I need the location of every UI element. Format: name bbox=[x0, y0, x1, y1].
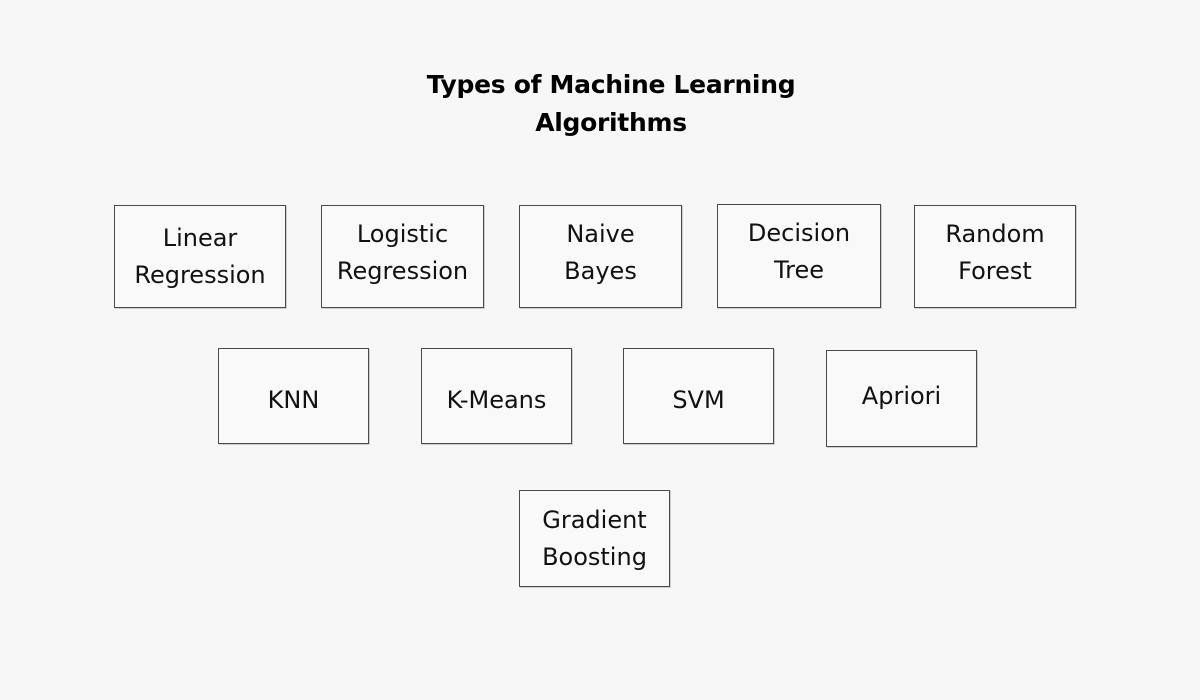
algorithm-box-logistic-regression: Logistic Regression bbox=[321, 205, 484, 308]
algorithm-box-linear-regression: Linear Regression bbox=[114, 205, 286, 308]
algorithm-box-decision-tree: Decision Tree bbox=[717, 204, 881, 308]
algorithm-label: Linear Regression bbox=[134, 223, 266, 289]
title-line-1: Types of Machine Learning bbox=[426, 70, 796, 99]
algorithm-box-gradient-boosting: Gradient Boosting bbox=[519, 490, 670, 587]
algorithm-box-knn: KNN bbox=[218, 348, 369, 444]
algorithm-box-k-means: K-Means bbox=[421, 348, 572, 444]
algorithm-label: KNN bbox=[267, 385, 320, 414]
algorithm-box-svm: SVM bbox=[623, 348, 774, 444]
algorithm-label: Decision Tree bbox=[747, 219, 851, 284]
algorithm-box-naive-bayes: Naive Bayes bbox=[519, 205, 682, 308]
algorithm-label: Gradient Boosting bbox=[542, 505, 647, 571]
algorithm-label: Naive Bayes bbox=[564, 219, 637, 285]
algorithm-label: SVM bbox=[672, 385, 725, 414]
algorithm-box-apriori: Apriori bbox=[826, 350, 977, 447]
algorithm-label: Apriori bbox=[861, 382, 942, 410]
algorithm-label: Logistic Regression bbox=[336, 219, 469, 285]
diagram-title: Types of Machine Learning Algorithms bbox=[0, 66, 1200, 142]
algorithm-label: K-Means bbox=[446, 385, 547, 414]
title-line-2: Algorithms bbox=[535, 108, 687, 137]
algorithm-label: Random Forest bbox=[945, 219, 1045, 285]
algorithm-box-random-forest: Random Forest bbox=[914, 205, 1076, 308]
